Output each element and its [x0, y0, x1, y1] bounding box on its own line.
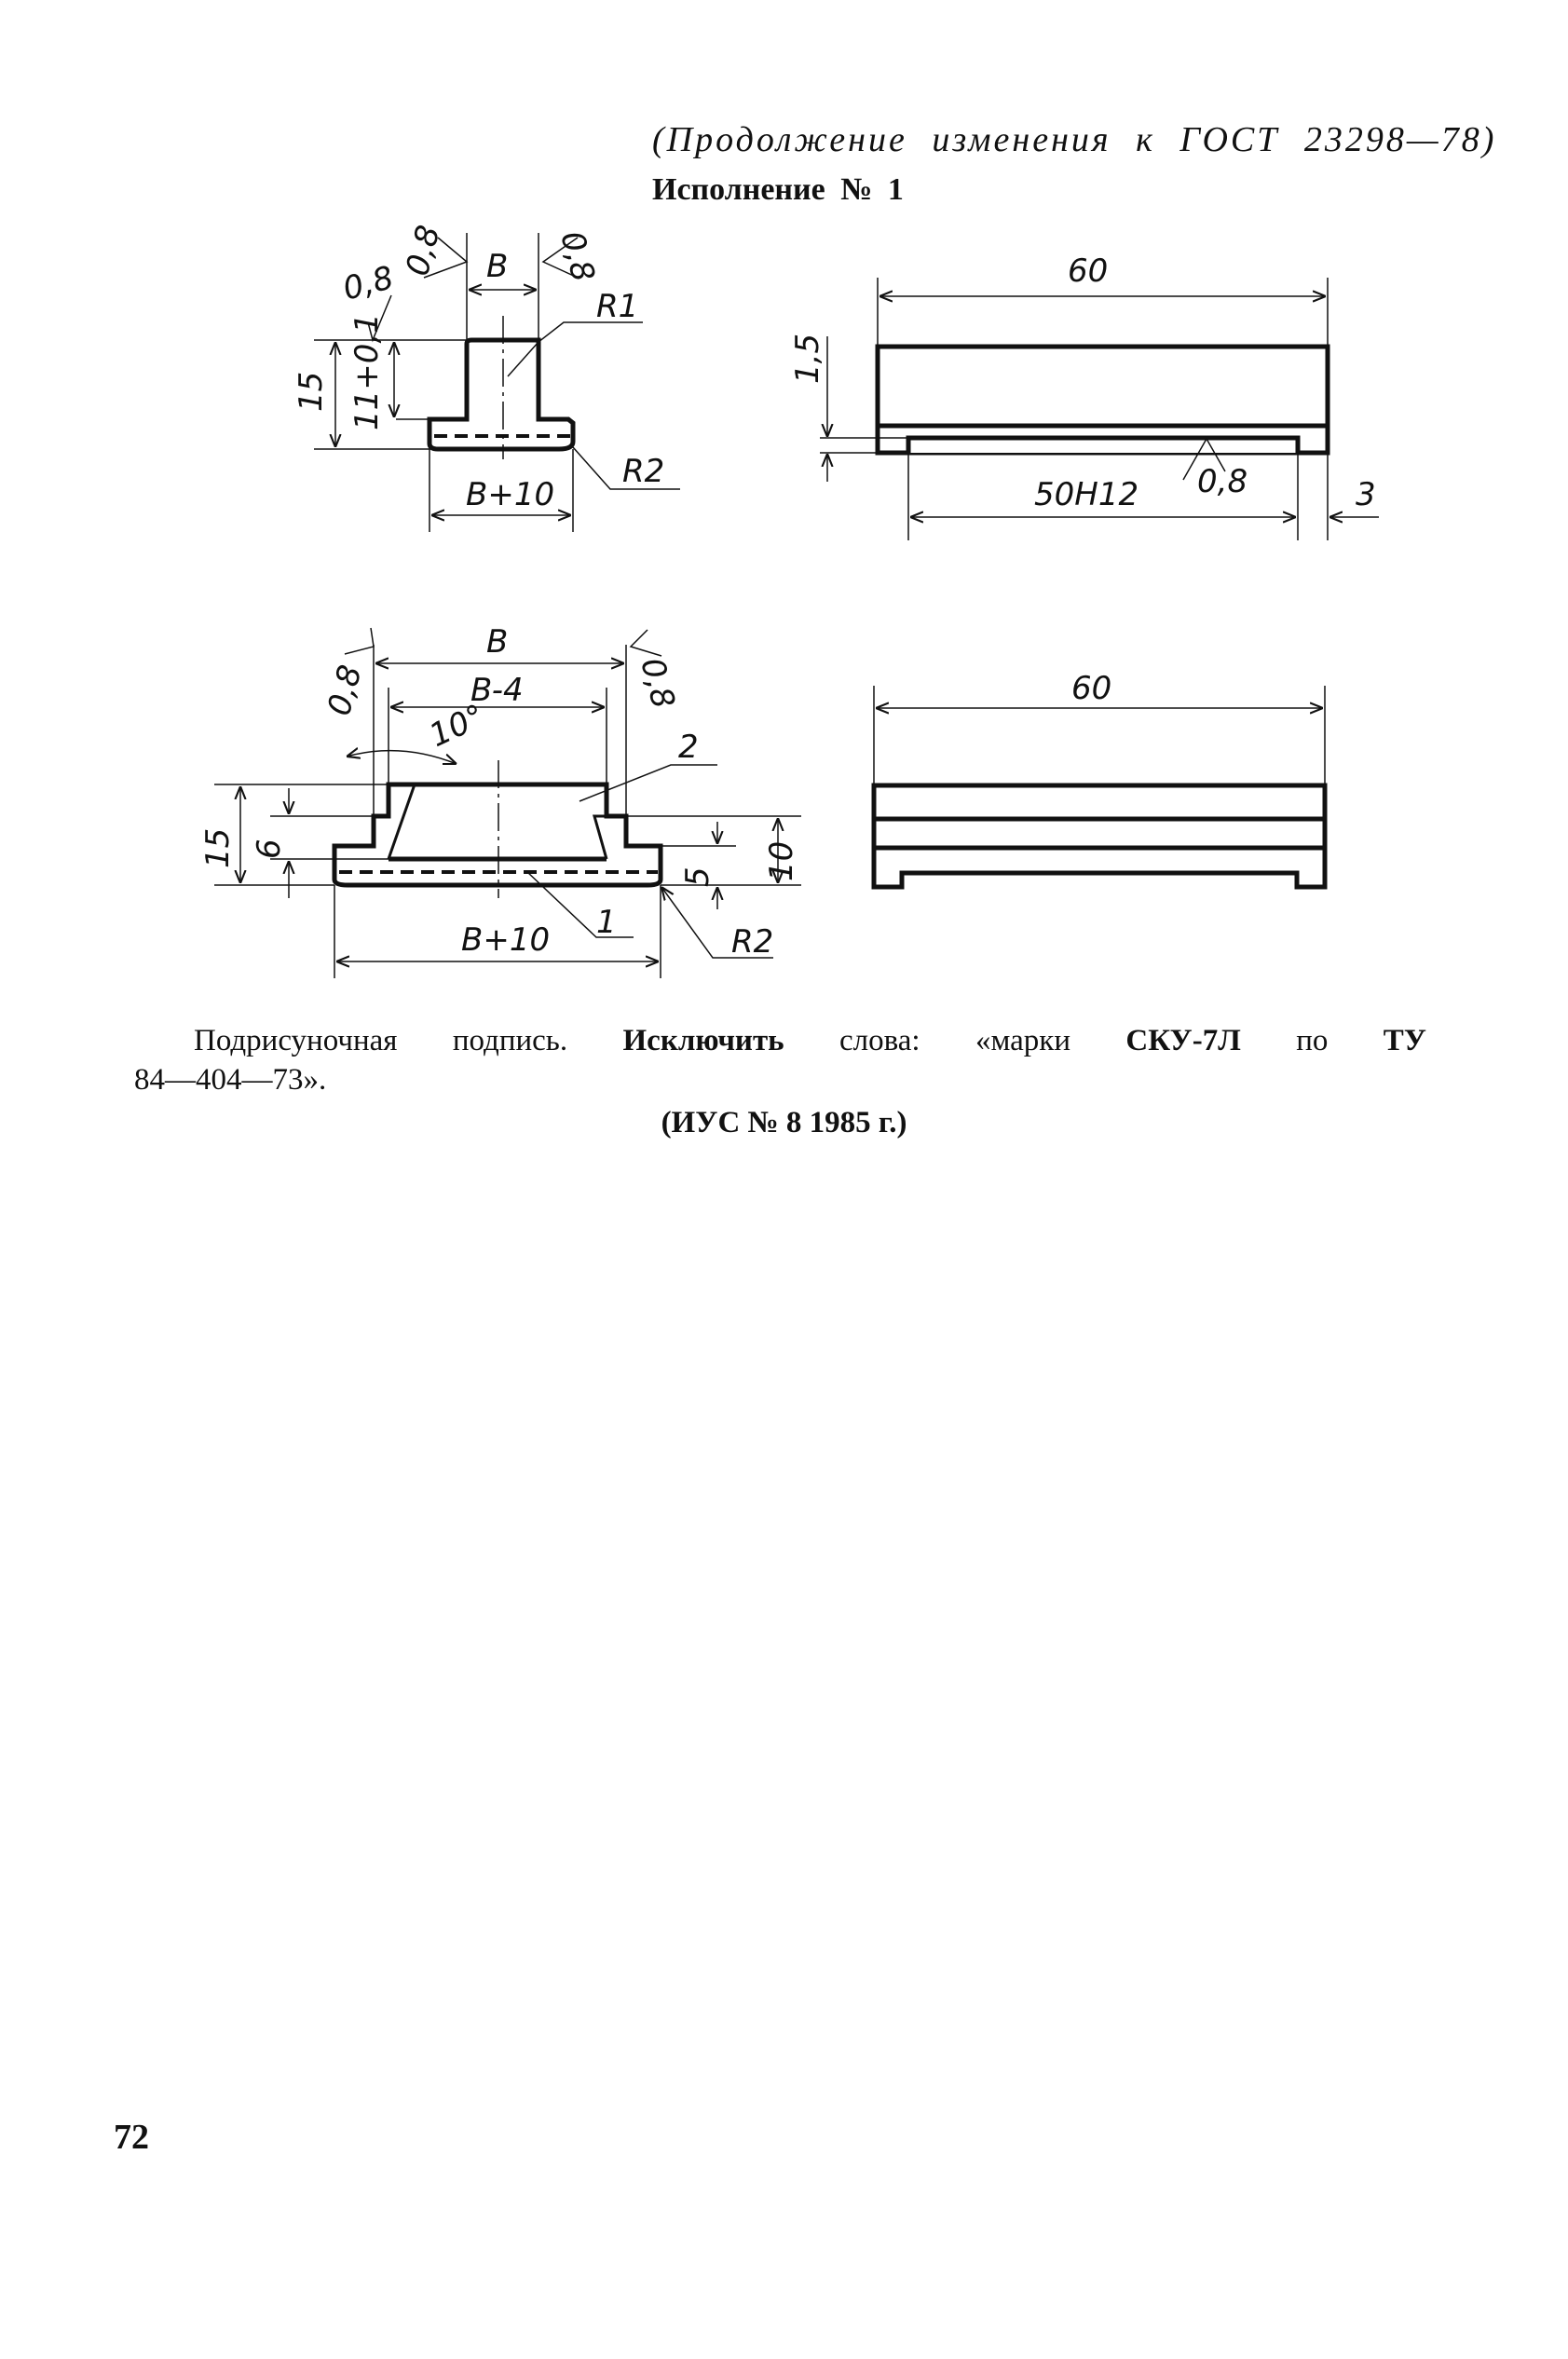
radius-r2: R2: [731, 923, 773, 961]
caption-text: слова: «марки: [839, 1024, 1070, 1057]
dim-b-plus-10: B+10: [461, 921, 550, 959]
dim-1-5: 1,5: [789, 334, 826, 384]
dim-60: 60: [1071, 670, 1111, 707]
continuation-header: (Продолжение изменения к ГОСТ 23298—78): [652, 120, 1497, 159]
source-reference: (ИУС № 8 1985 г.): [661, 1106, 907, 1139]
dim-5: 5: [679, 866, 716, 887]
roughness-label: 0,8: [633, 654, 682, 713]
roughness-label: 0,8: [1197, 463, 1248, 500]
dim-b-plus-10: B+10: [466, 476, 554, 513]
fig1-side-view: [820, 278, 1379, 540]
roughness-label: 0,8: [320, 661, 370, 720]
radius-r1: R1: [596, 288, 638, 325]
variant-title: Исполнение № 1: [652, 172, 904, 207]
dim-6: 6: [251, 839, 288, 859]
dim-15: 15: [293, 372, 330, 412]
figure-caption-note: Подрисуночная подпись. Исключить слова: …: [194, 1023, 1426, 1058]
caption-text: Исключить: [622, 1024, 784, 1057]
dim-b-4: B-4: [470, 672, 524, 709]
roughness-label: 0,8: [552, 227, 602, 286]
dim-3: 3: [1356, 476, 1376, 513]
part-label-1: 1: [596, 904, 617, 941]
dim-b: B: [486, 623, 508, 661]
dim-11: 11+0,1: [348, 313, 386, 430]
caption-text: Подрисуночная подпись.: [194, 1024, 568, 1057]
caption-line2: 84—404—73».: [134, 1063, 327, 1097]
caption-text: ТУ: [1383, 1024, 1427, 1057]
part-label-2: 2: [678, 729, 699, 766]
dim-b: B: [486, 248, 508, 285]
dim-15: 15: [199, 828, 237, 868]
page-number: 72: [114, 2118, 149, 2157]
dim-50h12: 50H12: [1034, 476, 1139, 513]
fig2-side-view: [871, 686, 1328, 890]
radius-r2: R2: [622, 453, 664, 490]
dim-10: 10: [763, 841, 800, 881]
caption-text: СКУ-7Л: [1125, 1024, 1241, 1057]
caption-text: по: [1296, 1024, 1329, 1057]
fig2-profile: [214, 627, 801, 978]
dim-60: 60: [1068, 252, 1108, 290]
fig1-profile: [314, 233, 680, 532]
